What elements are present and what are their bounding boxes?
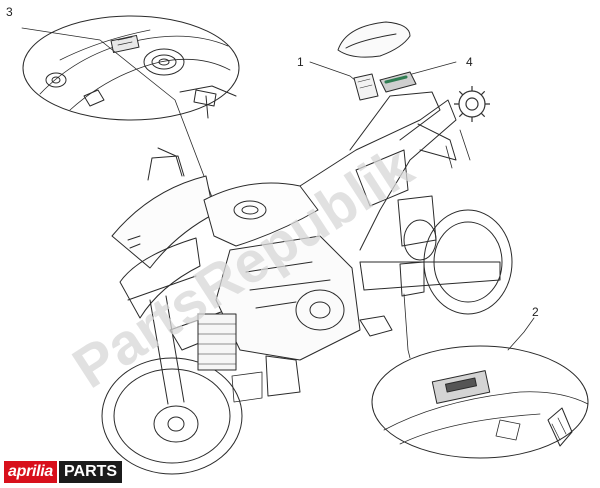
watermark-text: PartsRepublik	[62, 134, 425, 401]
logo-brand-text: aprilia	[4, 461, 58, 483]
callout-leader-2	[507, 317, 535, 351]
brand-logo: aprilia PARTS	[4, 461, 123, 483]
decal-part-1	[353, 73, 379, 101]
callout-number-3: 3	[6, 5, 13, 19]
tank-decal	[110, 34, 140, 54]
logo-parts-text: PARTS	[59, 461, 123, 483]
callout-number-2: 2	[532, 305, 539, 319]
callout-number-4: 4	[466, 55, 473, 69]
callout-number-1: 1	[297, 55, 304, 69]
detail-circle-fender	[371, 345, 589, 459]
callout-leader-3	[21, 27, 216, 206]
callout-leader-1	[309, 61, 363, 87]
callout-leader-4	[411, 61, 457, 75]
motorcycle-drawing	[101, 85, 513, 475]
seat-icon	[337, 21, 411, 58]
detail-circle-tank	[22, 15, 240, 121]
gear-icon	[454, 86, 490, 122]
